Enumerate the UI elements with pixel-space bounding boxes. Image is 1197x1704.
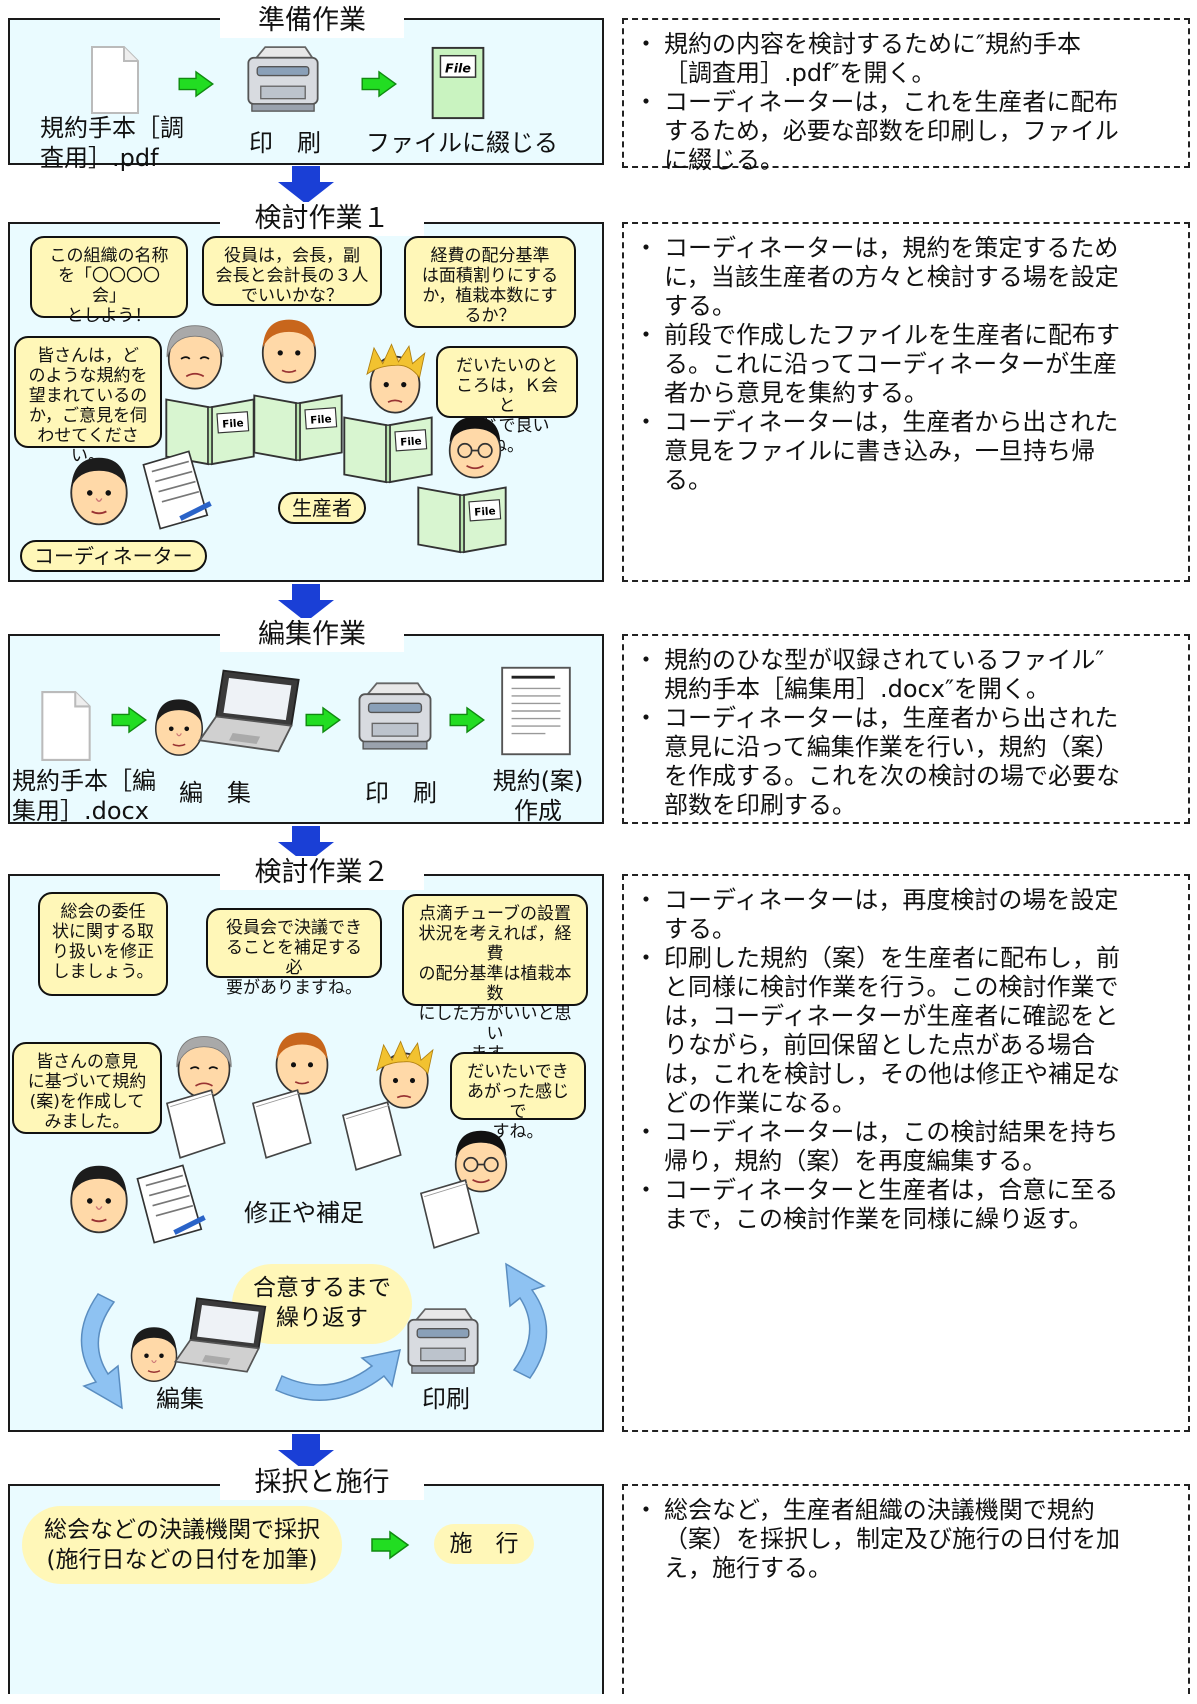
note-item: コーディネーターは，この検討結果を持ち 帰り，規約（案）を再度編集する。: [628, 1118, 1184, 1176]
adopt-label: 総会などの決議機関で採択 (施行日などの日付を加筆): [22, 1506, 342, 1584]
tag-coordinator: コーディネーター: [20, 540, 207, 572]
note-item: 規約のひな型が収録されているファイル″ 規約手本［編集用］.docx″を開く。: [628, 646, 1184, 704]
file-binder-icon: [428, 44, 488, 122]
draft-document-icon: [248, 1086, 314, 1162]
speech-bubble: だいたいでき あがった感じで すね。: [450, 1052, 586, 1142]
person-icon: [254, 312, 324, 392]
correction-label: 修正や補足: [244, 1199, 364, 1227]
section-title-editing: 編集作業: [220, 618, 404, 652]
section-title-review-2: 検討作業２: [220, 856, 424, 890]
green-arrow-icon: [177, 70, 215, 98]
draft-document-icon: [338, 1098, 404, 1174]
draft-document-icon: [162, 1086, 228, 1162]
note-item: コーディネーターは，再度検討の場を設定 する。: [628, 886, 1184, 944]
note-item: コーディネーターは，生産者から出された 意見に沿って編集作業を行い，規約（案） …: [628, 704, 1184, 820]
speech-bubble: この組織の名称 を「〇〇〇〇会」 としよう！: [30, 236, 188, 326]
section-title-adoption: 採択と施行: [220, 1466, 424, 1500]
note-item: 総会など，生産者組織の決議機関で規約 （案）を採択し，制定及び施行の日付を加 え…: [628, 1496, 1184, 1583]
green-arrow-icon: [110, 706, 148, 734]
cycle-arrow-icon: [275, 1349, 401, 1401]
draft-document-icon: [498, 664, 574, 758]
speech-bubble: 役員会で決議でき ることを補足する必 要がありますね。: [206, 908, 382, 998]
edit-label: 編 集: [179, 779, 251, 807]
green-arrow-icon: [448, 706, 486, 734]
note-item: コーディネーターは，これを生産者に配布 するため，必要な部数を印刷し，ファイル …: [628, 88, 1184, 175]
green-arrow-icon: [360, 70, 398, 98]
note-item: 印刷した規約（案）を生産者に配布し，前 と同様に検討作業を行う。この検討作業で …: [628, 944, 1184, 1118]
person-icon: [62, 450, 136, 534]
printer-icon: [400, 1302, 486, 1382]
note-review-2: コーディネーターは，再度検討の場を設定 する。 印刷した規約（案）を生産者に配布…: [622, 874, 1190, 1432]
section-title-review-1: 検討作業１: [220, 202, 424, 236]
clipboard-icon: [130, 448, 214, 532]
draft-label: 規約(案) 作成: [492, 767, 584, 825]
note-review-1: コーディネーターは，規約を策定するため に，当該生産者の方々と検討する場を設定 …: [622, 222, 1190, 582]
doc-label-edit: 規約手本［編 集用］.docx: [12, 767, 156, 825]
blue-down-arrow-icon: [276, 166, 336, 206]
speech-bubble: 皆さんは，ど のような規約を 望まれているの か，ご意見を伺 わせてください。: [14, 336, 162, 466]
speech-bubble: 皆さんの意見 に基づいて規約 (案)を作成して みました。: [12, 1042, 162, 1134]
laptop-icon: [172, 1292, 272, 1378]
clipboard-icon: [124, 1162, 208, 1246]
note-preparation: 規約の内容を検討するために″規約手本 ［調査用］.pdf″を開く。 コーディネー…: [622, 18, 1190, 174]
note-item: 規約の内容を検討するために″規約手本 ［調査用］.pdf″を開く。: [628, 30, 1184, 88]
doc-label-survey: 規約手本［調 査用］.pdf: [40, 114, 184, 172]
tag-producer: 生産者: [278, 492, 366, 524]
note-editing: 規約のひな型が収録されているファイル″ 規約手本［編集用］.docx″を開く。 …: [622, 634, 1190, 824]
draft-document-icon: [416, 1176, 482, 1252]
file-binder-icon: [250, 386, 346, 462]
section-title-preparation: 準備作業: [220, 4, 404, 38]
cycle-arrow-icon: [505, 1262, 548, 1379]
print-label: 印 刷: [365, 779, 437, 807]
note-item: コーディネーターは，生産者から出された 意見をファイルに書き込み，一旦持ち帰 る…: [628, 408, 1184, 495]
document-icon: [40, 690, 92, 762]
note-item: 前段で作成したファイルを生産者に配布す る。これに沿ってコーディネーターが生産 …: [628, 321, 1184, 408]
laptop-icon: [196, 664, 306, 758]
print-label: 印 刷: [249, 129, 321, 157]
speech-bubble: 点滴チューブの設置 状況を考えれば，経費 の配分基準は植栽本数 にした方がいいと…: [402, 894, 588, 1064]
green-arrow-icon: [370, 1530, 410, 1560]
printer-icon: [350, 676, 440, 758]
note-item: コーディネーターは，規約を策定するため に，当該生産者の方々と検討する場を設定 …: [628, 234, 1184, 321]
speech-bubble: だいたいのと ころは，Ｋ会と 同じで良いね。: [436, 346, 578, 456]
printer-icon: [238, 40, 328, 120]
document-icon: [90, 45, 140, 115]
file-binder-icon: [340, 408, 436, 484]
note-item: コーディネーターと生産者は，合意に至る まで，この検討作業を同様に繰り返す。: [628, 1176, 1184, 1234]
enforce-label: 施 行: [434, 1524, 534, 1564]
note-adoption: 総会など，生産者組織の決議機関で規約 （案）を採択し，制定及び施行の日付を加 え…: [622, 1484, 1190, 1694]
file-label: ファイルに綴じる: [366, 129, 558, 157]
person-icon: [440, 410, 510, 486]
print-label: 印刷: [422, 1385, 470, 1413]
file-binder-icon: [414, 478, 510, 554]
speech-bubble: 役員は，会長，副 会長と会計長の３人 でいいかな？: [202, 236, 382, 306]
person-icon: [160, 318, 230, 398]
speech-bubble: 総会の委任 状に関する取 り扱いを修正 しましょう。: [38, 892, 168, 996]
edit-label: 編集: [156, 1385, 204, 1413]
cycle-arrow-icon: [80, 1293, 123, 1410]
green-arrow-icon: [304, 706, 342, 734]
speech-bubble: 経費の配分基準 は面積割りにする か，植栽本数にす るか？: [404, 236, 576, 328]
